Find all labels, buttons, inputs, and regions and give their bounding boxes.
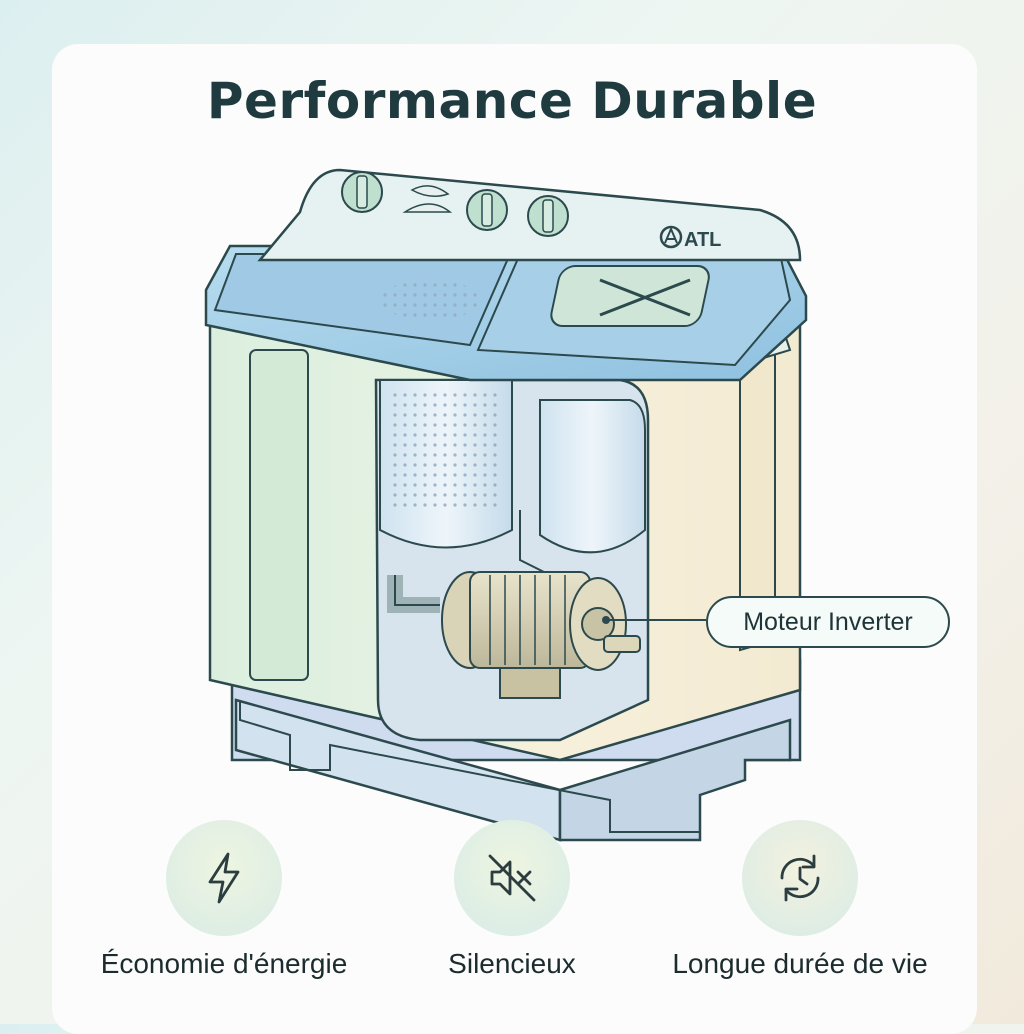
dial-knob [341, 171, 383, 213]
dial-knob [527, 195, 569, 237]
feature-label: Silencieux [448, 948, 576, 979]
control-panel: ATL [257, 168, 802, 262]
motor-callout: Moteur Inverter [706, 596, 950, 648]
clock-cycle-icon [742, 820, 858, 936]
feature-long-life: Longue durée de vie [650, 820, 950, 990]
callout-label: Moteur Inverter [743, 607, 913, 636]
feature-label: Longue durée de vie [672, 948, 928, 979]
lightning-bolt-icon [166, 820, 282, 936]
page-title: Performance Durable [206, 72, 818, 130]
feature-energy-saving: Économie d'énergie [74, 820, 374, 990]
brand-logo: ATL [659, 225, 721, 251]
feature-label: Économie d'énergie [100, 948, 348, 979]
cutaway-interior [374, 378, 650, 742]
feature-silent: Silencieux [362, 820, 662, 990]
dial-knob [466, 189, 508, 231]
speaker-muted-icon [454, 820, 570, 936]
inverter-motor [441, 571, 641, 699]
machine-lid [204, 244, 808, 382]
brand-name: ATL [684, 229, 721, 251]
